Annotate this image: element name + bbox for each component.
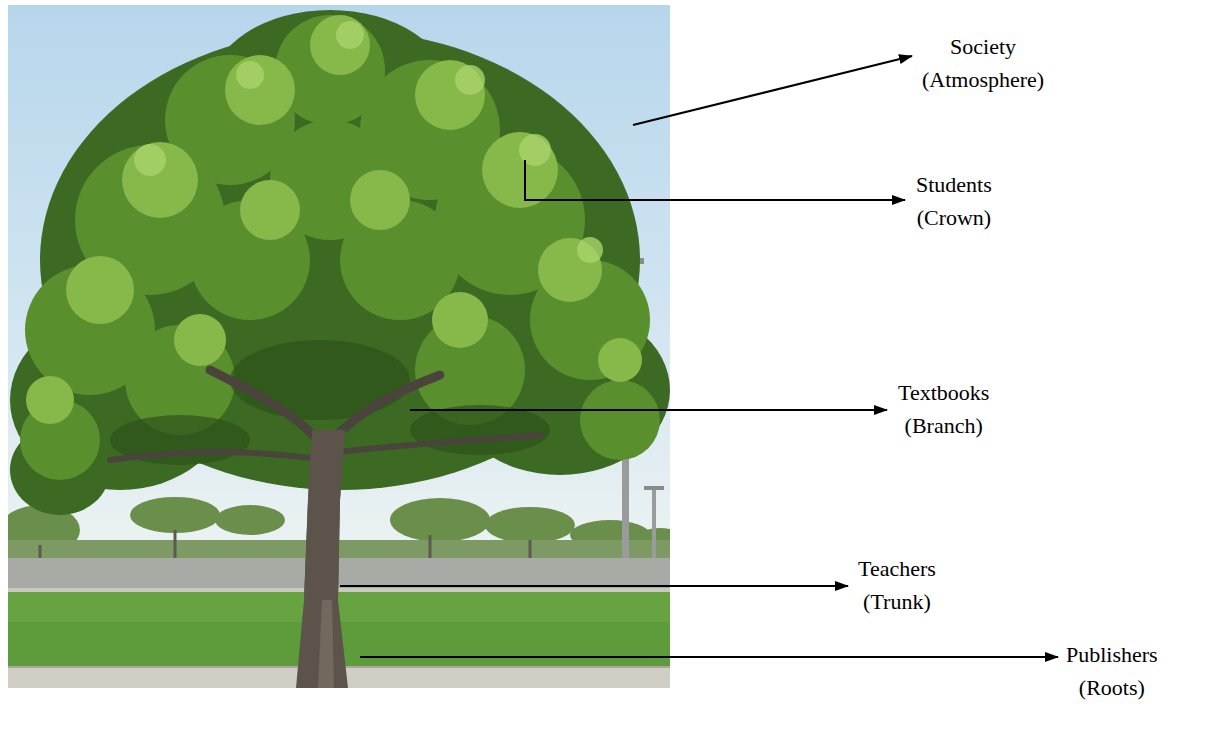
leader-arrows: [340, 56, 1058, 657]
leader-arrow: [525, 160, 905, 200]
part-label: Textbooks (Branch): [898, 376, 989, 442]
trunk-upper: [304, 430, 345, 600]
part-label: Publishers (Roots): [1066, 638, 1158, 704]
part-label: Students (Crown): [916, 168, 992, 234]
part-label: Teachers (Trunk): [858, 552, 936, 618]
leader-arrow: [360, 656, 1058, 658]
part-label: Society (Atmosphere): [922, 30, 1044, 96]
leader-arrow: [410, 409, 887, 411]
curb: [8, 588, 670, 592]
leader-arrow: [633, 56, 912, 125]
leader-arrow: [340, 585, 848, 587]
